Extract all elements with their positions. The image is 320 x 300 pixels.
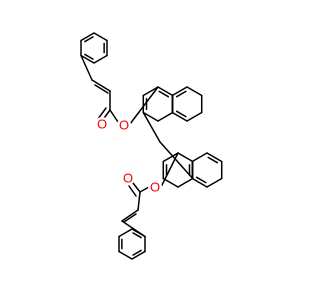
upper-naph-right-edge-2: [171, 86, 188, 97]
upper-naph-left-edge-2: [142, 86, 159, 97]
lower-naph-right-edge-3: [206, 152, 223, 163]
atom-o4: O: [121, 171, 135, 186]
top-vinyl: [91, 79, 111, 92]
bottom-chain-2: [137, 191, 141, 211]
lower-naph-right-edge-0: [191, 177, 208, 188]
top-ester-o: [109, 109, 119, 123]
bottom-vinyl-double: [123, 213, 137, 223]
lower-naph-left-edge-5: [177, 177, 194, 188]
oxygen-label-lower-carbonyl: O: [123, 171, 133, 186]
top-phenyl-edge-3: [93, 32, 108, 42]
top-carbonyl-double: [97, 107, 107, 120]
oxygen-label-upper-carbonyl: O: [97, 117, 107, 132]
bridge-lower: [159, 141, 194, 180]
lower-naph-right-edge-5: [206, 177, 223, 188]
bottom-phenyl-edge-0: [118, 250, 133, 260]
lower-naph-left-edge-3: [177, 152, 194, 163]
bottom-carbonyl: [132, 182, 141, 193]
atom-o2: O: [95, 117, 109, 132]
upper-naph-right-double-0: [175, 110, 187, 118]
bottom-vinyl: [121, 209, 139, 222]
top-vinyl-double: [94, 84, 109, 94]
upper-naph-right-edge-3: [186, 86, 203, 97]
oxygen-label-upper-ester: O: [119, 118, 129, 133]
upper-naph-left-edge-3: [157, 86, 174, 97]
molecule-diagram: O O O O: [80, 32, 223, 260]
oxygen-label-lower-ester: O: [150, 180, 160, 195]
lower-naph-right-double-0: [195, 176, 207, 184]
bottom-phenyl-double-3: [132, 232, 142, 239]
upper-naph-left-edge-5: [157, 111, 174, 122]
top-o-to-ring: [129, 86, 159, 125]
upper-naph-left-edge-0: [142, 111, 159, 122]
top-phenyl-double-2: [84, 36, 94, 43]
lower-naph-right-edge-2: [191, 152, 208, 163]
top-phenyl-edge-2: [80, 32, 95, 42]
bottom-phenyl-edge-5: [131, 250, 146, 260]
structure-canvas: O O O O: [80, 32, 223, 260]
upper-naph-right-edge-5: [186, 111, 203, 122]
bottom-phenyl-double-5: [132, 249, 142, 256]
bond-layer: [80, 32, 223, 260]
lower-naph-left-edge-0: [162, 177, 179, 188]
atom-label-layer: O O O O: [95, 117, 162, 195]
bottom-carbonyl-double: [128, 185, 137, 197]
top-chain-1: [80, 54, 93, 81]
bottom-chain-1: [121, 220, 146, 238]
bottom-ester-o: [139, 186, 150, 193]
top-phenyl-edge-5: [93, 54, 108, 64]
upper-naph-right-edge-0: [171, 111, 188, 122]
top-phenyl-double-0: [84, 53, 94, 60]
bottom-phenyl-edge-2: [118, 228, 133, 238]
upper-naph-right-double-2: [175, 90, 187, 98]
bottom-ring-to-o: [160, 152, 179, 188]
bridge-upper: [142, 111, 161, 143]
top-phenyl-edge-0: [80, 54, 95, 64]
lower-naph-left-edge-2: [162, 152, 179, 163]
atom-o3: O: [148, 180, 162, 195]
lower-naph-right-double-3: [207, 156, 219, 164]
atom-o1: O: [117, 118, 131, 133]
upper-naph-left-double-3: [158, 90, 170, 98]
